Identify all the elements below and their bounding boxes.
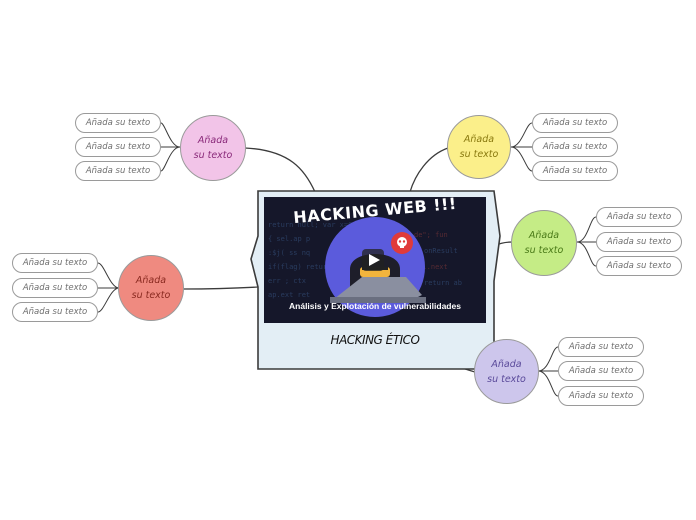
svg-text:sel.next: sel.next [414, 263, 448, 271]
subtopic-pill[interactable]: Añada su texto [75, 161, 161, 181]
video-subtitle: Análisis y Explotación de vulnerabilidad… [289, 301, 461, 311]
subtopic-pill[interactable]: Añada su texto [12, 302, 98, 322]
topic-purple[interactable]: Añada su texto [474, 339, 539, 404]
topic-pink[interactable]: Añada su texto [180, 115, 246, 181]
svg-text::$j( ss nq: :$j( ss nq [268, 249, 310, 257]
svg-text:{ sel.ap p: { sel.ap p [268, 235, 310, 243]
svg-text:if(flag) return: if(flag) return [268, 263, 331, 271]
branch-line-green [493, 241, 513, 247]
topic-label: Añada su texto [487, 358, 526, 385]
subtopic-pill[interactable]: Añada su texto [596, 232, 682, 252]
svg-text:return ab: return ab [424, 279, 462, 287]
subtopic-pill[interactable]: Añada su texto [558, 361, 644, 381]
subtopic-pill[interactable]: Añada su texto [75, 137, 161, 157]
branch-line-pink [244, 147, 316, 193]
topic-label: Añada su texto [193, 135, 233, 161]
central-topic-label[interactable]: HACKING ÉTICO [330, 333, 420, 347]
topic-label: Añada su texto [524, 230, 564, 256]
topic-label: Añada su texto [131, 275, 171, 301]
svg-text:onResult: onResult [424, 247, 458, 255]
topic-label: Añada su texto [459, 134, 499, 160]
video-thumbnail[interactable]: return null; var x=0 { sel.ap p :$j( ss … [264, 197, 486, 323]
svg-text:err ; ctx: err ; ctx [268, 277, 306, 285]
topic-green[interactable]: Añada su texto [511, 210, 577, 276]
svg-text:return null; var x=0: return null; var x=0 [268, 221, 352, 229]
topic-red[interactable]: Añada su texto [118, 255, 184, 321]
subtopic-pill[interactable]: Añada su texto [596, 207, 682, 227]
play-icon [369, 254, 380, 266]
subtopic-pill[interactable]: Añada su texto [558, 337, 644, 357]
subtopic-pill[interactable]: Añada su texto [532, 137, 618, 157]
branch-line-red [182, 286, 259, 290]
branch-line-purple [455, 365, 476, 373]
svg-text:de"; fun: de"; fun [414, 231, 448, 239]
subtopic-pill[interactable]: Añada su texto [532, 113, 618, 133]
subtopic-pill[interactable]: Añada su texto [532, 161, 618, 181]
subtopic-pill[interactable]: Añada su texto [12, 253, 98, 273]
topic-yellow[interactable]: Añada su texto [447, 115, 511, 179]
subtopic-pill[interactable]: Añada su texto [596, 256, 682, 276]
subtopic-pill[interactable]: Añada su texto [75, 113, 161, 133]
subtopic-pill[interactable]: Añada su texto [558, 386, 644, 406]
subtopic-pill[interactable]: Añada su texto [12, 278, 98, 298]
branch-line-yellow [409, 147, 449, 193]
svg-text:ap.ext ret: ap.ext ret [268, 291, 310, 299]
